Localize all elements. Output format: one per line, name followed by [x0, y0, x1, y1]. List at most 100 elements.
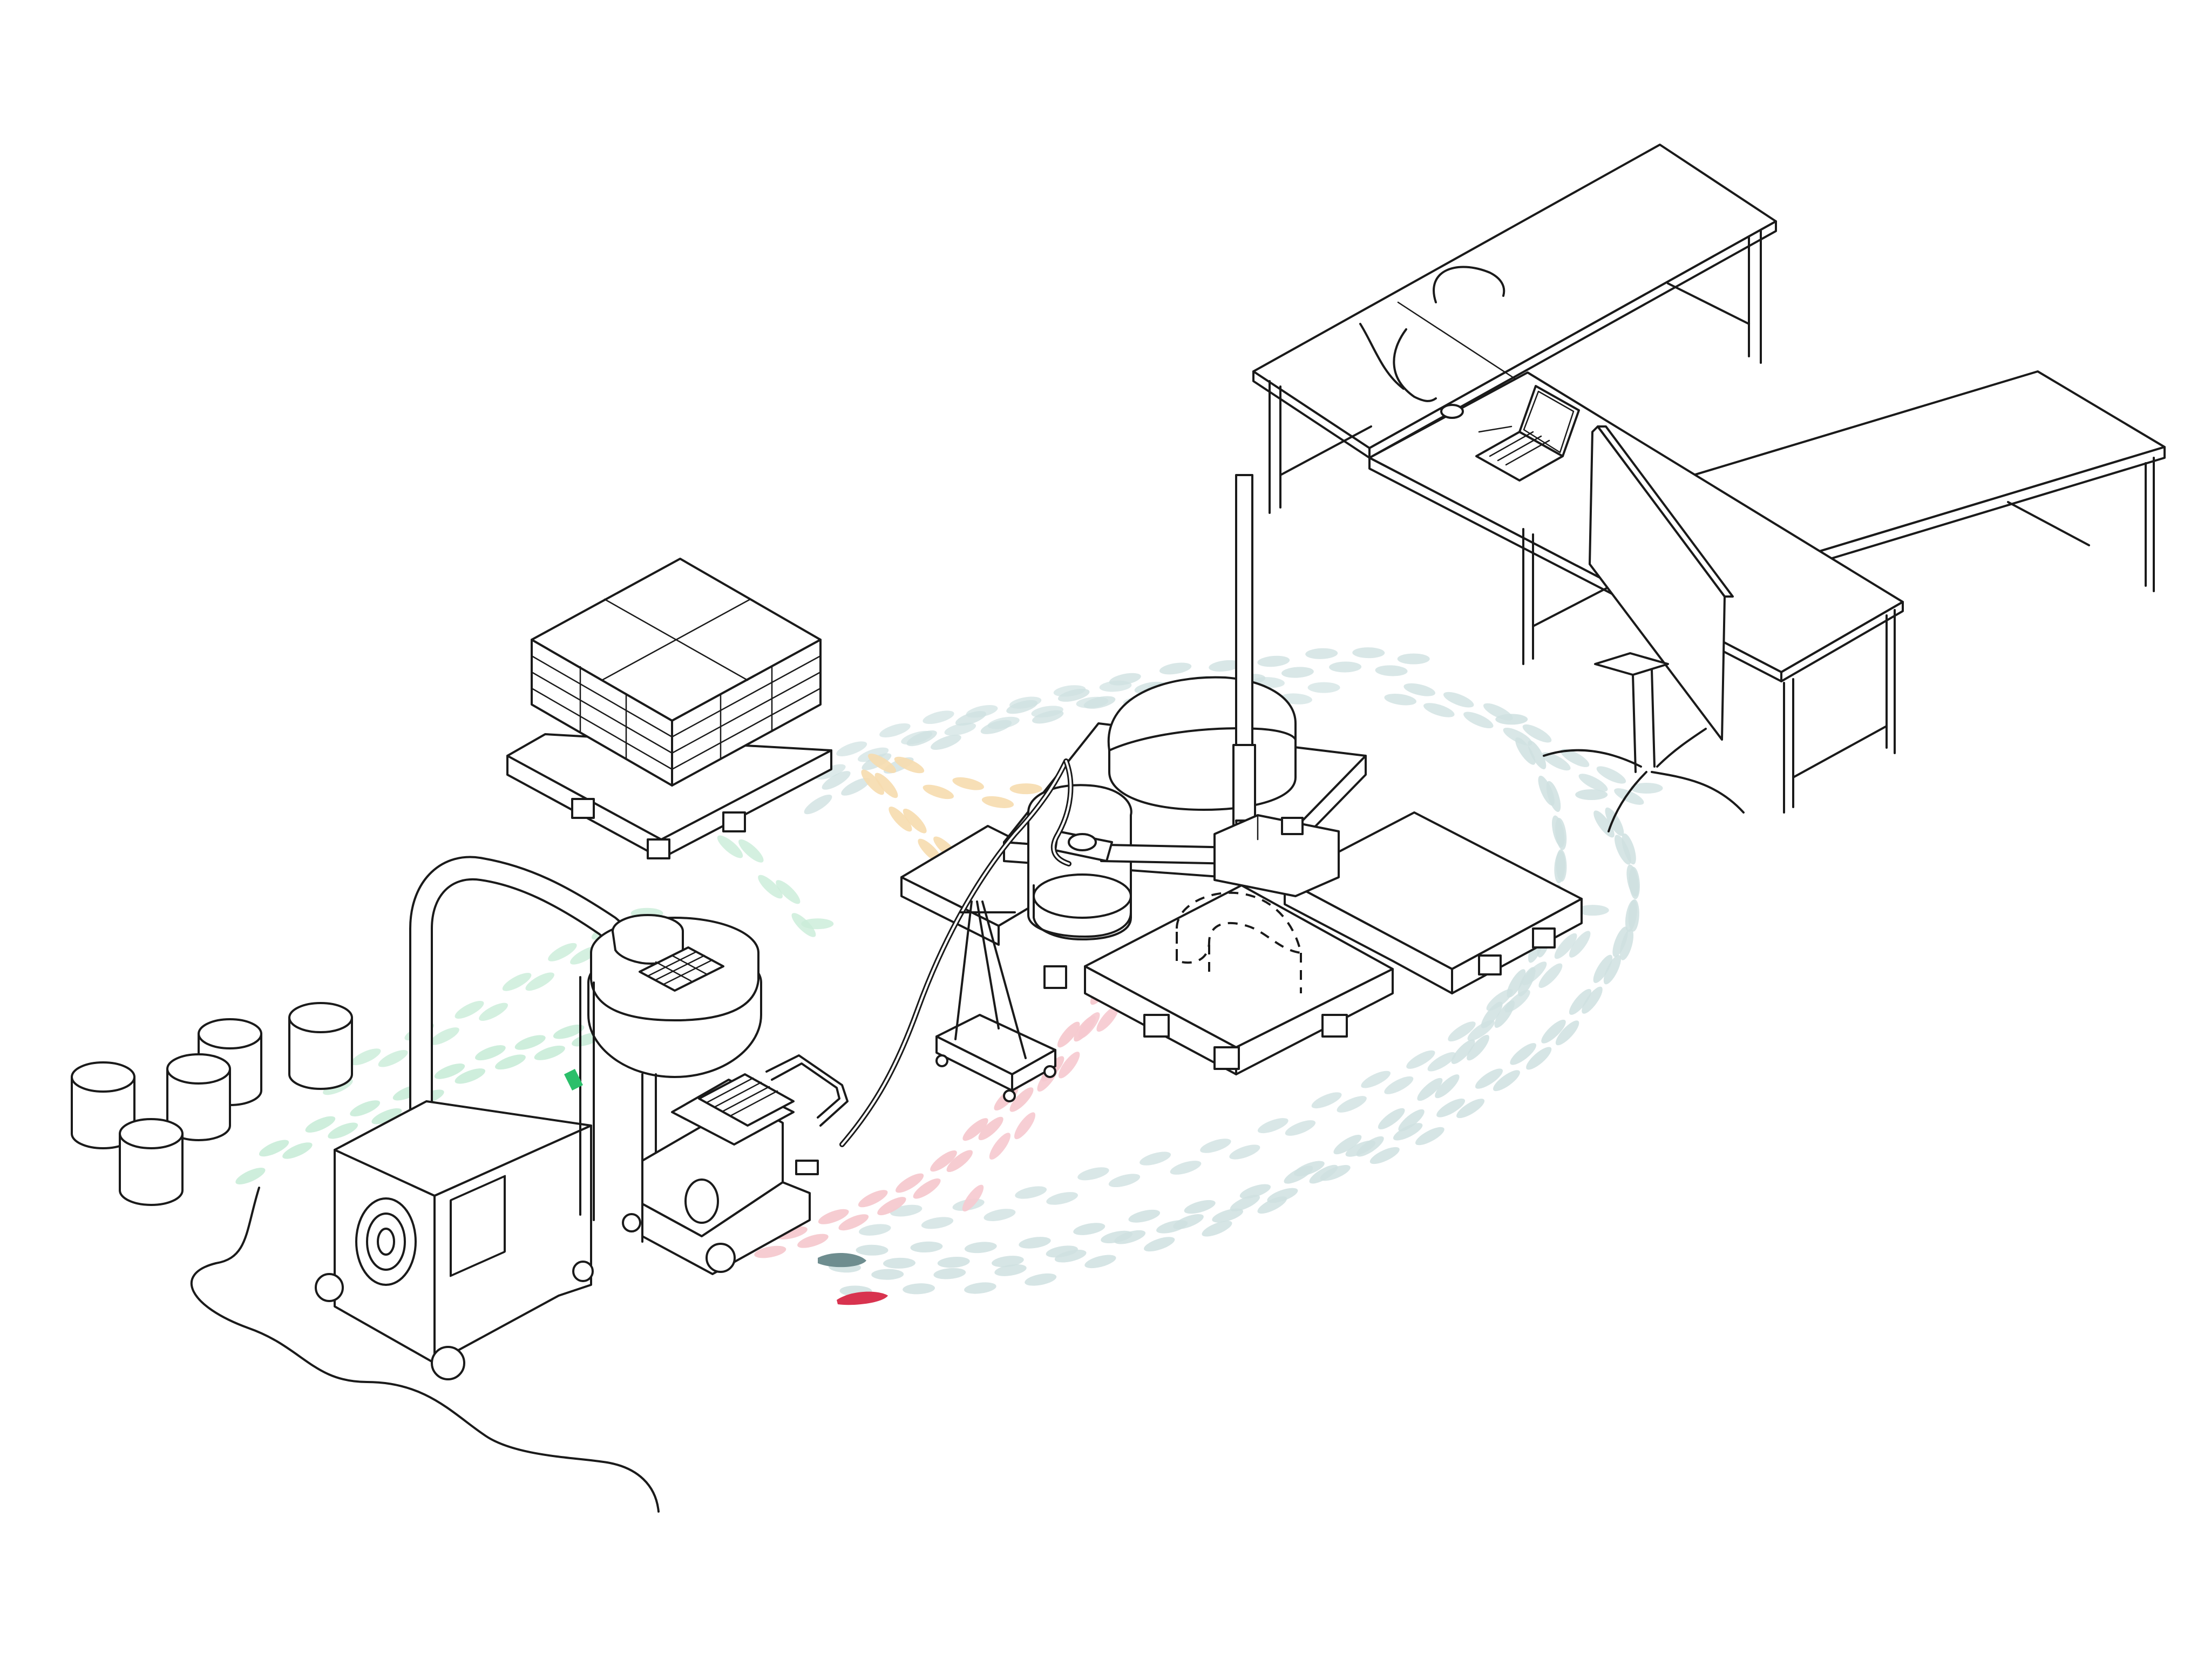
footstep [776, 880, 801, 904]
footstep [1626, 864, 1639, 897]
footstep [1510, 1043, 1537, 1065]
footstep [1569, 931, 1591, 958]
curved-part [1433, 266, 1505, 303]
footstep [1582, 986, 1603, 1014]
footstep [475, 1045, 506, 1061]
footstep [867, 754, 897, 773]
footstep [1230, 1195, 1260, 1211]
footstep [818, 1209, 849, 1224]
footstep [1077, 1167, 1109, 1181]
footstep [1019, 1237, 1051, 1249]
footstep [479, 1002, 508, 1021]
footstep [1159, 662, 1192, 675]
ducting-hose-robot [839, 758, 1074, 1147]
footstep [962, 1184, 984, 1212]
footstep [1173, 1214, 1204, 1230]
footstep [1515, 737, 1536, 765]
footstep [1443, 692, 1474, 708]
footstep [933, 1268, 966, 1279]
footstep [1541, 1019, 1566, 1044]
footstep [1184, 1200, 1216, 1214]
footstep [1099, 680, 1132, 692]
footstep [901, 730, 933, 745]
footstep [1542, 752, 1571, 771]
footstep [1538, 775, 1555, 806]
footstep [1614, 835, 1631, 865]
footstep [1560, 749, 1590, 767]
footstep [350, 1100, 381, 1116]
footstep [1603, 954, 1622, 985]
footstep [1025, 1273, 1057, 1286]
footstep [1522, 961, 1547, 985]
footstep [987, 716, 1020, 729]
footstep [1356, 1136, 1384, 1157]
footstep [1284, 1166, 1313, 1184]
platform-bucket [1027, 784, 1132, 940]
footstep [259, 1140, 289, 1157]
footstep [1486, 989, 1513, 1011]
curved-part [1393, 328, 1437, 402]
footstep [1463, 712, 1494, 729]
footstep [923, 710, 954, 724]
footstep [1078, 1012, 1100, 1039]
footstep [931, 734, 961, 750]
bucket [288, 1002, 353, 1090]
footstep [514, 1035, 546, 1050]
footstep [738, 839, 764, 863]
footstep [1337, 1096, 1367, 1113]
footstep [856, 1244, 889, 1256]
footstep [1352, 647, 1385, 659]
footstep [1054, 1249, 1087, 1263]
footstep [525, 972, 554, 991]
footstep [455, 1068, 486, 1084]
footstep [1436, 1098, 1466, 1117]
footstep [923, 784, 954, 800]
footstep [378, 1050, 408, 1067]
footstep [937, 1256, 970, 1268]
footstep [1285, 1120, 1316, 1136]
footstep [896, 1173, 924, 1193]
footstep [858, 1190, 888, 1208]
footstep [879, 723, 911, 737]
footstep [1493, 1070, 1520, 1092]
spool [1440, 404, 1464, 419]
footstep [1073, 1223, 1106, 1235]
footstep [235, 1168, 266, 1184]
footstep [1605, 807, 1624, 836]
footstep [495, 1054, 526, 1070]
footstep [903, 1283, 935, 1295]
footstep [305, 1116, 336, 1133]
footstep [502, 973, 532, 991]
footstep [946, 1150, 973, 1173]
footstep [1361, 1071, 1391, 1088]
footstep [964, 1282, 996, 1294]
footstep [804, 794, 832, 815]
footstep [859, 1224, 891, 1236]
footstep [1015, 1186, 1047, 1199]
footstep [371, 1108, 402, 1124]
footstep [815, 764, 846, 780]
footstep [1556, 849, 1567, 882]
footstep [1612, 926, 1629, 957]
mixing-pump [564, 914, 849, 1275]
footstep [1526, 1047, 1552, 1070]
footstep [1076, 696, 1109, 708]
footstep [1475, 1068, 1503, 1089]
footstep [351, 1048, 381, 1066]
power-cable [191, 1187, 660, 1513]
mixing-tub [1107, 676, 1297, 811]
footstep [1467, 1020, 1495, 1041]
footstep [1031, 706, 1063, 718]
footstep [1144, 1237, 1175, 1252]
footstep [836, 741, 867, 757]
footstep [1058, 1052, 1080, 1079]
footstep [889, 807, 912, 832]
footstep [952, 777, 984, 790]
footstep [1200, 1139, 1231, 1153]
footstep [838, 1214, 869, 1231]
footstep [553, 1024, 585, 1039]
footstep [1451, 1039, 1475, 1064]
footstep [1311, 1092, 1342, 1109]
back-table [1252, 144, 1777, 514]
footpath-trails [235, 647, 1663, 1297]
